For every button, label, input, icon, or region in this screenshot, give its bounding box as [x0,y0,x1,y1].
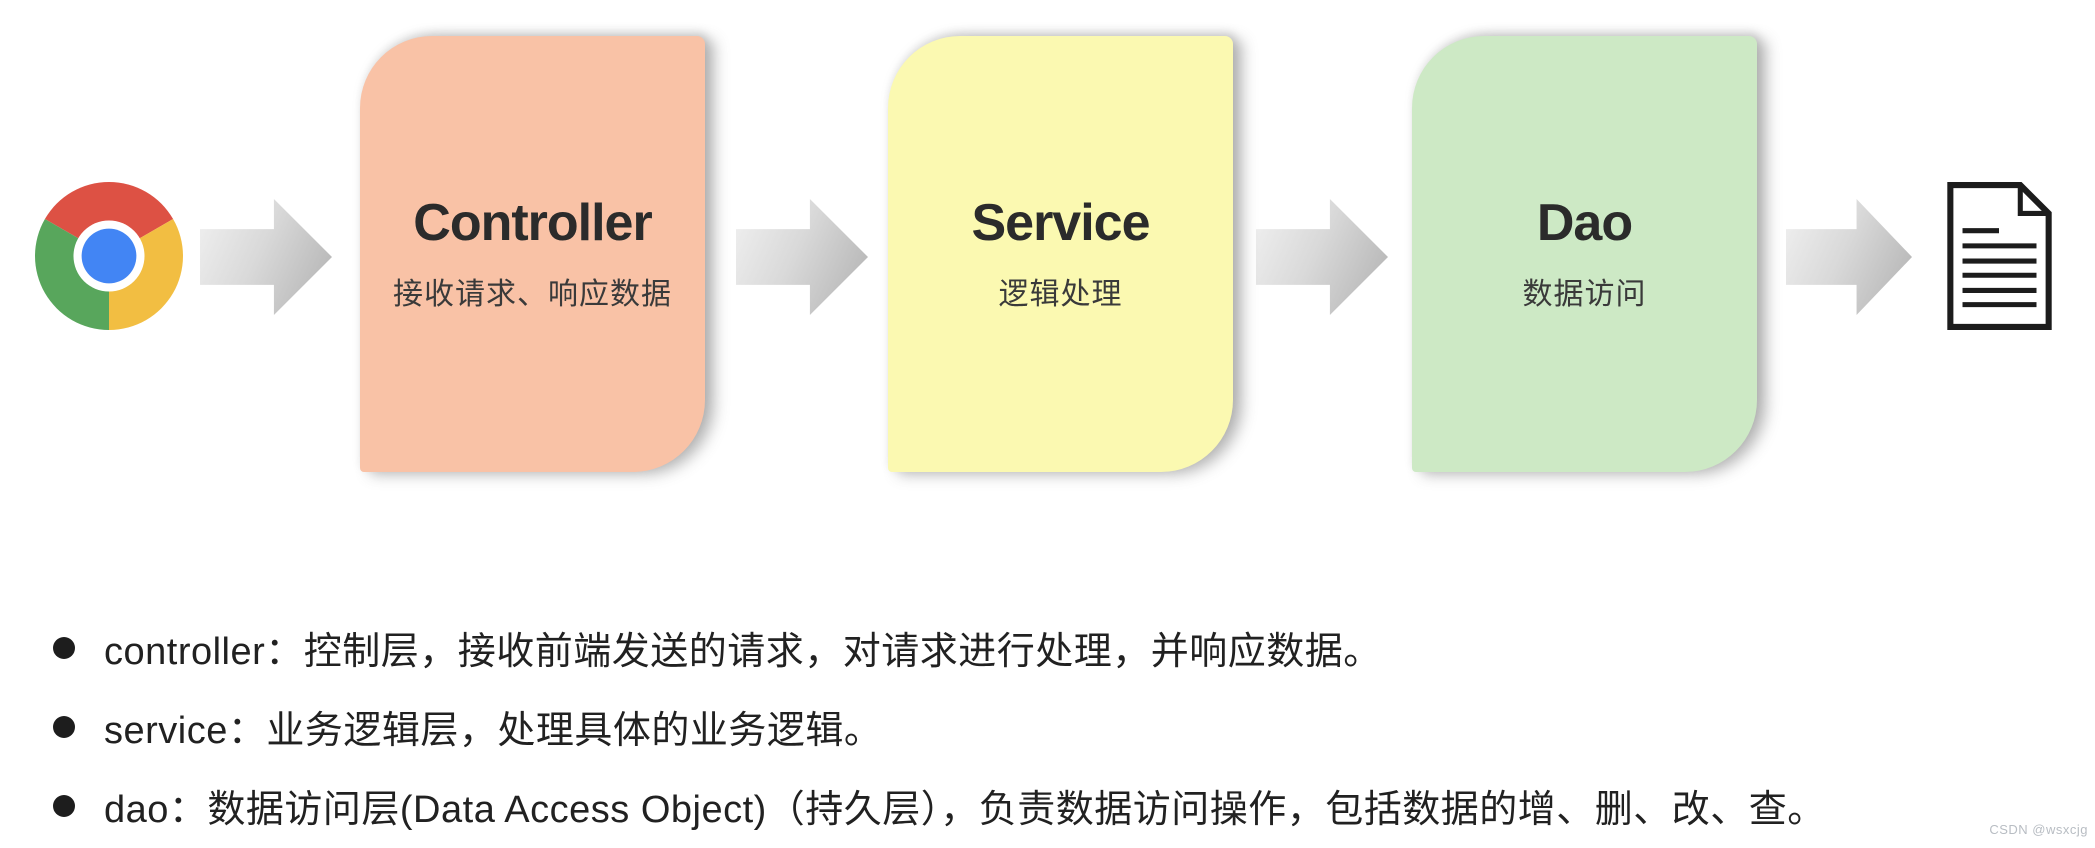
controller-card-subtitle: 接收请求、响应数据 [393,277,672,311]
flow-arrow-1-icon [200,199,332,315]
flow-arrow-3-icon [1256,199,1388,315]
notes-list: controller：控制层，接收前端发送的请求，对请求进行处理，并响应数据。 … [53,608,1826,845]
bullet-dot-icon [53,636,75,659]
note-item-dao: dao：数据访问层(Data Access Object)（持久层），负责数据访… [53,766,1826,845]
bullet-dot-icon [53,794,75,817]
note-text-service: service：业务逻辑层，处理具体的业务逻辑。 [104,710,883,752]
controller-card-title: Controller [413,194,652,253]
dao-card-subtitle: 数据访问 [1522,277,1647,311]
note-text-dao: dao：数据访问层(Data Access Object)（持久层），负责数据访… [104,789,1826,831]
note-item-service: service：业务逻辑层，处理具体的业务逻辑。 [53,687,1826,766]
chrome-browser-icon [35,182,183,330]
document-icon [1947,182,2052,330]
service-card-title: Service [971,194,1150,253]
bullet-dot-icon [53,715,75,738]
service-card-subtitle: 逻辑处理 [998,277,1123,311]
note-item-controller: controller：控制层，接收前端发送的请求，对请求进行处理，并响应数据。 [53,608,1826,687]
service-card: Service 逻辑处理 [888,36,1233,472]
dao-card-title: Dao [1536,194,1633,253]
controller-card: Controller 接收请求、响应数据 [360,36,705,472]
dao-card: Dao 数据访问 [1412,36,1757,472]
flow-arrow-2-icon [736,199,868,315]
flow-arrow-4-icon [1786,199,1912,315]
watermark: CSDN @wsxcjg [1989,822,2088,837]
note-text-controller: controller：控制层，接收前端发送的请求，对请求进行处理，并响应数据。 [104,631,1382,673]
